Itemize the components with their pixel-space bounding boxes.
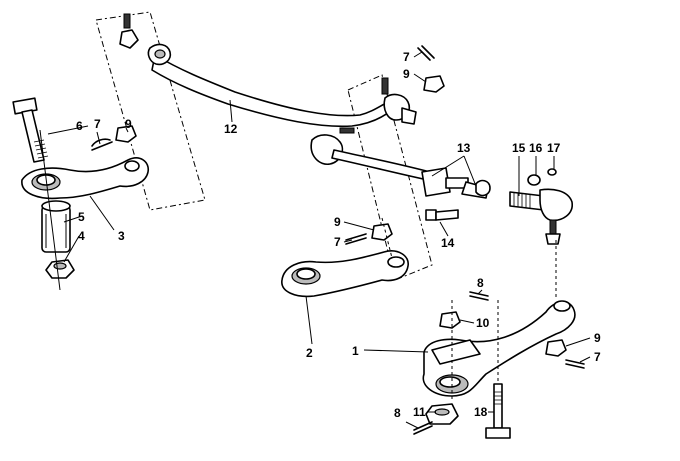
castle-nut-9-center [371, 223, 393, 241]
callout-11: 11 [413, 405, 426, 419]
idler-arm-3 [21, 157, 150, 200]
bushing-5 [41, 200, 71, 253]
callout-6: 6 [76, 119, 83, 133]
bolt-6 [12, 97, 49, 163]
bolt-18 [485, 383, 511, 439]
callout-13: 13 [457, 141, 471, 155]
callout-2: 2 [306, 346, 313, 360]
callout-7-left: 7 [94, 117, 101, 131]
castle-nut-9-top [423, 75, 445, 93]
castle-nut-9-left [115, 125, 137, 143]
washer-17 [547, 168, 557, 176]
callout-4: 4 [78, 229, 85, 243]
nut-11 [425, 403, 459, 425]
bolt-14 [425, 209, 459, 221]
callout-7-center: 7 [334, 235, 341, 249]
nut-16 [527, 174, 541, 186]
callout-18: 18 [474, 405, 488, 419]
callout-15: 15 [512, 141, 526, 155]
callout-7-top: 7 [403, 50, 410, 64]
callout-12: 12 [224, 122, 238, 136]
callout-3: 3 [118, 229, 125, 243]
nut-4 [45, 259, 75, 279]
tie-rod-assembly [310, 127, 491, 199]
callout-9-center: 9 [334, 215, 341, 229]
assembly-frame-center [347, 74, 433, 281]
cotter-pin-7-right [565, 359, 585, 369]
cotter-pin-8-upper [469, 291, 489, 301]
callout-labels: 1 2 3 4 5 6 7 7 7 7 8 8 9 9 9 9 10 11 12… [76, 50, 601, 420]
callout-5: 5 [78, 210, 85, 224]
callout-9-top: 9 [403, 67, 410, 81]
center-link-12 [119, 13, 417, 128]
callout-16: 16 [529, 141, 543, 155]
assembly-lines [39, 129, 557, 400]
cotter-pin-7-top [417, 45, 435, 61]
callout-9-left: 9 [125, 117, 132, 131]
tie-rod-end-15 [509, 188, 573, 245]
castle-nut-9-right [545, 339, 567, 357]
callout-1: 1 [352, 344, 359, 358]
callout-10: 10 [476, 316, 490, 330]
callout-17: 17 [547, 141, 561, 155]
callout-8-upper: 8 [477, 276, 484, 290]
cotter-pin-8-lower [413, 421, 433, 435]
callout-14: 14 [441, 236, 455, 250]
cotter-pin-7-left [91, 138, 113, 151]
cotter-pin-7-center [345, 233, 367, 245]
callout-7-right: 7 [594, 350, 601, 364]
nut-10 [439, 311, 461, 329]
pitman-arm-2 [281, 250, 409, 298]
callout-9-right: 9 [594, 331, 601, 345]
leader-lines [47, 51, 591, 429]
callout-8-lower: 8 [394, 406, 401, 420]
